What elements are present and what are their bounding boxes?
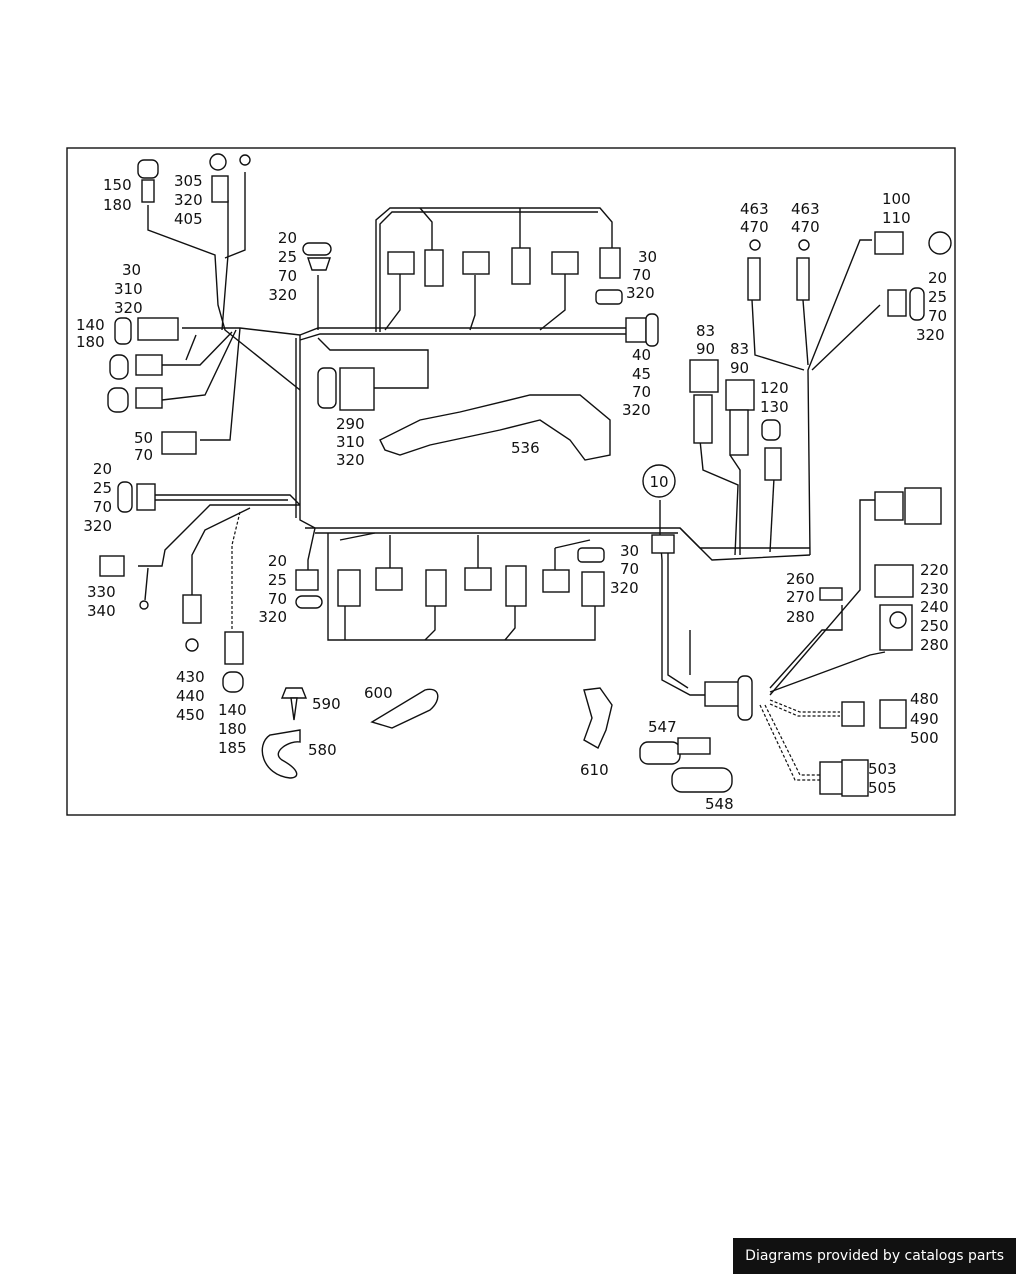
callout-610: 610: [580, 761, 609, 779]
connectors: [99, 153, 952, 797]
callout-547: 547: [648, 718, 677, 736]
callout-600: 600: [364, 684, 393, 702]
callout-548: 548: [705, 795, 734, 813]
callout-536: 536: [511, 439, 540, 457]
callout-590: 590: [312, 695, 341, 713]
footer-credit: Diagrams provided by catalogs parts: [733, 1238, 1016, 1274]
callout-580: 580: [308, 741, 337, 759]
harness-wires: [138, 172, 886, 781]
callout-10: 10: [649, 473, 668, 491]
